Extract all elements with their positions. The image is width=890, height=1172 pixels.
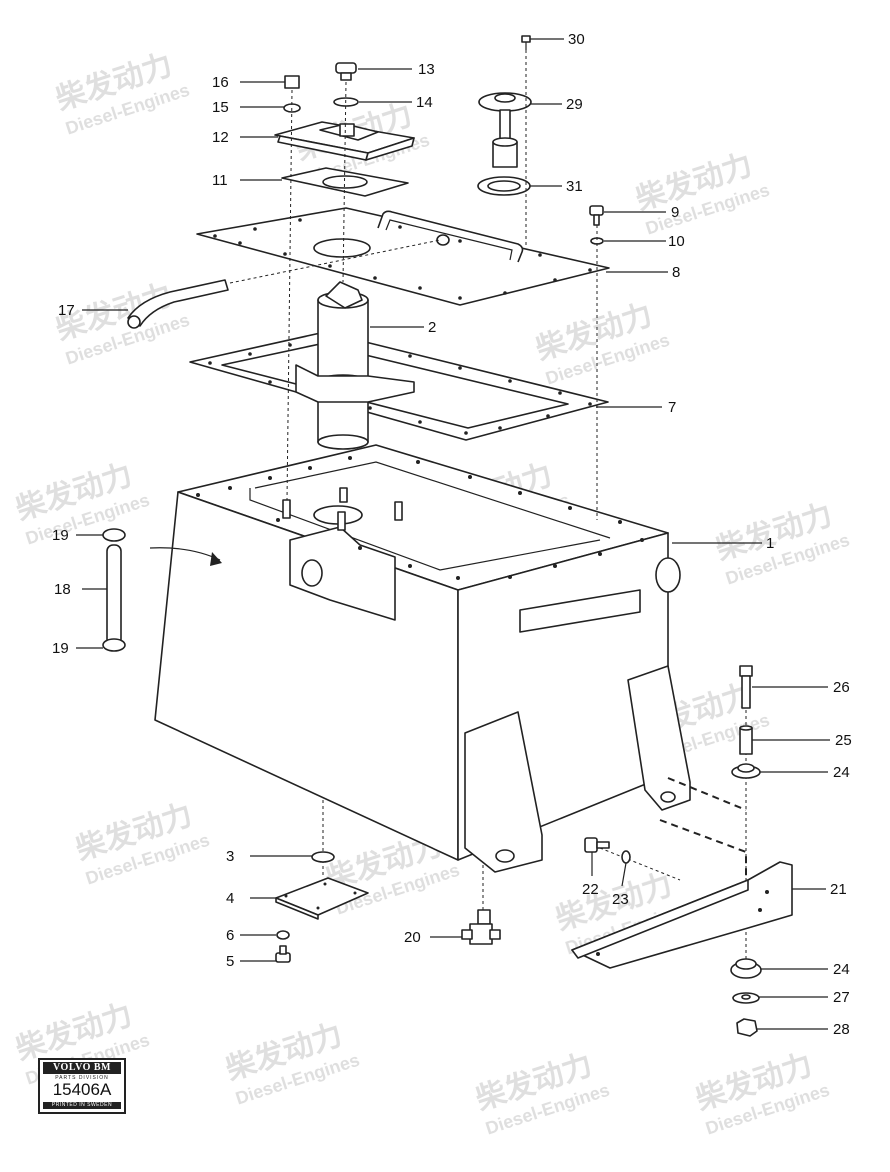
callout-29: 29 xyxy=(566,96,583,113)
rubber-mount-24-lower xyxy=(730,958,762,979)
callout-9: 9 xyxy=(671,204,679,221)
callout-24: 24 xyxy=(833,764,850,781)
printed-label: PRINTED IN SWEDEN xyxy=(43,1102,121,1109)
callout-30: 30 xyxy=(568,31,585,48)
drain-valve-20 xyxy=(461,909,501,945)
callout-2: 2 xyxy=(428,319,436,336)
callout-21: 21 xyxy=(830,881,847,898)
callout-11: 11 xyxy=(212,172,228,189)
callout-19: 19 xyxy=(52,527,69,544)
callout-25: 25 xyxy=(835,732,852,749)
callout-19-lower: 19 xyxy=(52,640,69,657)
callout-24-lower: 24 xyxy=(833,961,850,978)
hose-18 xyxy=(106,544,122,646)
callout-15: 15 xyxy=(212,99,229,116)
callout-4: 4 xyxy=(226,890,234,907)
flange-12 xyxy=(274,121,415,161)
callout-28: 28 xyxy=(833,1021,850,1038)
callout-18: 18 xyxy=(54,581,71,598)
sleeve-25 xyxy=(739,725,753,755)
assembly-lines xyxy=(113,50,747,965)
gasket-31 xyxy=(477,176,531,196)
callout-labels: 1 2 3 4 5 6 7 8 9 10 11 12 13 14 15 16 1… xyxy=(52,31,852,1038)
filter-housing-2 xyxy=(295,281,415,450)
plug-13 xyxy=(335,62,357,81)
hose-17 xyxy=(127,279,229,329)
screw-9 xyxy=(589,205,604,226)
brand-label: VOLVO BM xyxy=(43,1062,121,1074)
callout-16: 16 xyxy=(212,74,229,91)
leader-lines xyxy=(76,38,830,1030)
callout-23: 23 xyxy=(612,891,629,908)
callout-6: 6 xyxy=(226,927,234,944)
callout-5: 5 xyxy=(226,953,234,970)
washer-27 xyxy=(732,992,760,1004)
cover-4 xyxy=(275,877,369,920)
callout-27: 27 xyxy=(833,989,850,1006)
callout-10: 10 xyxy=(668,233,685,250)
callout-17: 17 xyxy=(58,302,75,319)
nut-28 xyxy=(736,1018,758,1037)
callout-7: 7 xyxy=(668,399,676,416)
breather-29 xyxy=(478,92,532,168)
screw-22 xyxy=(584,837,610,853)
callout-14: 14 xyxy=(416,94,433,111)
rubber-mount-24 xyxy=(731,763,761,779)
callout-22: 22 xyxy=(582,881,599,898)
drawing-number: 15406A xyxy=(52,1080,112,1099)
callout-31: 31 xyxy=(566,178,583,195)
bracket-21 xyxy=(571,861,793,969)
o-ring-3 xyxy=(311,851,335,863)
bolt-26 xyxy=(739,665,753,709)
callout-13: 13 xyxy=(418,61,435,78)
callout-1: 1 xyxy=(766,535,774,552)
callout-3: 3 xyxy=(226,848,234,865)
washer-23 xyxy=(621,850,631,864)
division-label: PARTS DIVISION xyxy=(55,1075,109,1081)
screw-30 xyxy=(521,35,531,50)
cover-plate-8 xyxy=(196,207,610,306)
nut-16 xyxy=(284,75,300,89)
callout-8: 8 xyxy=(672,264,680,281)
washer-6 xyxy=(276,930,290,940)
callout-26: 26 xyxy=(833,679,850,696)
hydraulic-tank xyxy=(154,444,691,873)
screw-5 xyxy=(275,945,291,963)
callout-12: 12 xyxy=(212,129,229,146)
gasket-11 xyxy=(281,167,409,197)
volvo-bm-drawing-stamp: VOLVO BM PARTS DIVISION 15406A PRINTED I… xyxy=(38,1058,126,1114)
callout-20: 20 xyxy=(404,929,421,946)
